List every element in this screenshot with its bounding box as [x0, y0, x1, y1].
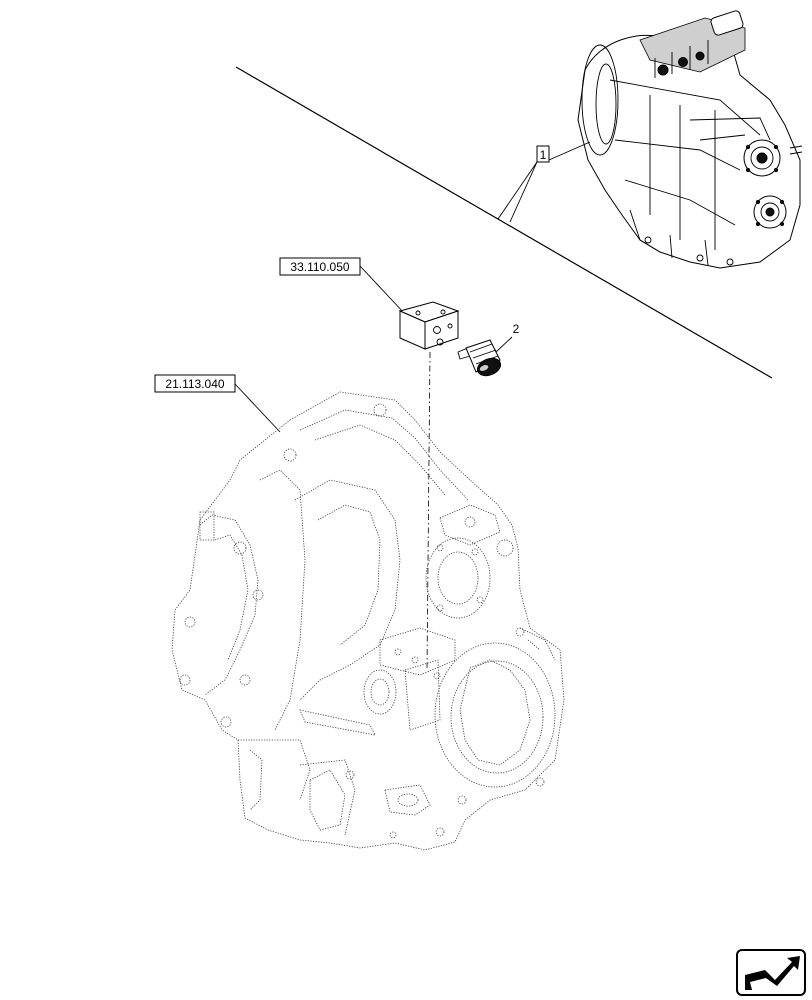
- section-divider-line: [235, 66, 773, 379]
- callout-2-label: 2: [513, 322, 520, 336]
- nav-arrow-glyph: [745, 956, 800, 990]
- callout-21-113-040-box: [154, 374, 236, 393]
- callout-33-110-050-label: 33.110.050: [290, 260, 349, 274]
- callout-2: 2: [495, 322, 520, 353]
- callout-33-110-050: 33.110.050: [279, 257, 406, 315]
- arrow-nav-icon[interactable]: [736, 949, 806, 996]
- callout-21-113-040: 21.113.040: [154, 374, 281, 433]
- callout-1: 1: [497, 141, 591, 223]
- fitting-part-2: [457, 339, 502, 377]
- callout-21-113-040-label: 21.113.040: [165, 377, 224, 391]
- valve-block: [398, 301, 460, 350]
- transmission-assembly-inset: [577, 10, 803, 269]
- callout-1-label: 1: [540, 148, 547, 162]
- assembly-axis-line: [426, 351, 431, 669]
- callout-1-box: [536, 145, 550, 163]
- nav-icon-frame: [736, 949, 806, 996]
- transmission-housing: [171, 391, 565, 851]
